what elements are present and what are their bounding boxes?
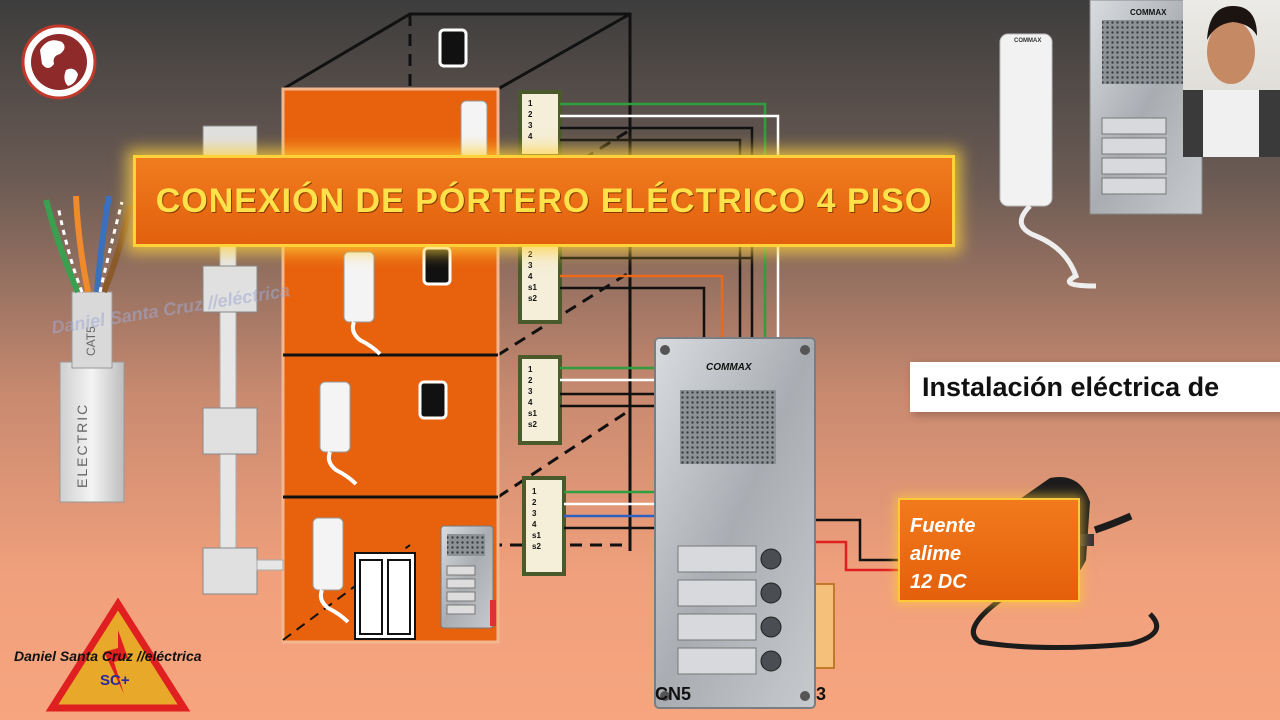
globe-logo-icon [21,24,97,100]
terminal-label: 3 [528,387,533,396]
connector-label-cn3: 3 [816,684,827,704]
author-credit: Daniel Santa Cruz //eléctrica [14,648,202,664]
warning-triangle-logo-icon [45,597,191,712]
terminal-label: s2 [528,294,537,303]
subtitle-box: Instalación eléctrica de [910,362,1280,412]
terminal-label: 1 [528,365,533,374]
terminal-label: 2 [528,250,533,259]
handset-icon [312,100,488,624]
panel-reference [1089,0,1203,215]
door-panel-main [654,337,816,709]
entrance-door [354,552,416,640]
terminal-label: s1 [528,409,537,418]
terminal-label: s1 [528,283,537,292]
terminal-label: 2 [532,498,537,507]
terminal-label: 3 [528,121,533,130]
terminal-block [518,90,835,669]
presenter-photo [1183,0,1280,157]
terminal-labels-floor1: 1 2 3 4 s1 s2 [532,486,541,552]
terminal-label: s2 [532,542,541,551]
terminal-label: 4 [532,520,537,529]
terminal-labels-floor3: 1 2 3 4 s1 s2 [528,238,537,304]
apartment-window [418,28,468,420]
wires [560,102,898,572]
terminal-label: 2 [528,376,533,385]
subtitle-text: Instalación eléctrica de [922,371,1220,402]
logo-text: SC+ [100,672,130,689]
terminal-label: 1 [528,99,533,108]
terminal-label: 3 [532,509,537,518]
terminal-label: 3 [528,261,533,270]
cable-label: ELECTRIC [74,402,90,488]
page-title: CONEXIÓN DE PÓRTERO ELÉCTRICO 4 PISO [155,181,933,220]
terminal-label: 4 [528,132,533,141]
power-supply-label: Fuente alime 12 DC [898,498,1080,602]
utp-cable [43,195,133,503]
panel-reference-brand: COMMAX [1130,8,1167,17]
terminal-labels-floor2: 1 2 3 4 s1 s2 [528,364,537,430]
terminal-label: 4 [528,398,533,407]
terminal-label: s1 [532,531,541,540]
terminal-label: 1 [532,487,537,496]
handset-brand: COMMAX [1014,38,1042,44]
terminal-labels-floor4: 1 2 3 4 [528,98,532,142]
panel-brand: COMMAX [706,362,752,373]
door-panel-icon [440,525,496,629]
terminal-label: 2 [528,110,533,119]
title-banner: CONEXIÓN DE PÓRTERO ELÉCTRICO 4 PISO [133,155,955,247]
terminal-label: s2 [528,420,537,429]
conduit [202,125,284,595]
connector-label-cn5: CN5 [655,684,692,704]
terminal-label: 4 [528,272,533,281]
handset-reference [999,33,1097,289]
